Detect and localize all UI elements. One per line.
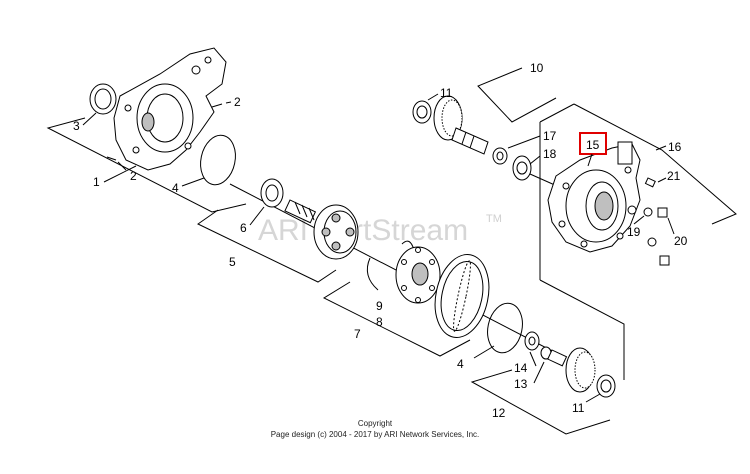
leader-18 <box>529 155 541 165</box>
leader-2b <box>117 161 127 171</box>
left-housing[interactable] <box>113 47 227 171</box>
dowel-pin-2a[interactable] <box>211 103 223 108</box>
footer-page-design: Page design (c) 2004 - 2017 by ARI Netwo… <box>271 430 480 439</box>
bracket-16 <box>573 103 737 225</box>
callout-9[interactable]: 9 <box>376 299 383 313</box>
callout-8[interactable]: 8 <box>376 315 383 329</box>
snap-ring-4a[interactable] <box>196 132 240 188</box>
watermark-tm: TM <box>486 213 502 225</box>
planet-carrier[interactable] <box>284 199 359 260</box>
callout-1[interactable]: 1 <box>93 175 100 189</box>
callout-21[interactable]: 21 <box>667 169 681 183</box>
leader-3 <box>82 112 97 126</box>
bracket-7 <box>322 281 471 357</box>
ring-gear[interactable] <box>428 250 496 343</box>
washer-19b[interactable] <box>647 237 657 247</box>
callout-11a[interactable]: 11 <box>440 86 453 100</box>
leader-15 <box>587 153 593 167</box>
leader-17 <box>507 135 541 149</box>
callout-10[interactable]: 10 <box>530 61 544 75</box>
leader-13 <box>533 361 545 384</box>
center-axis <box>229 183 561 356</box>
sprocket-8[interactable] <box>395 246 441 304</box>
leader-6 <box>249 206 265 226</box>
callout-20[interactable]: 20 <box>674 234 688 248</box>
watermark-text: ARI PartStream <box>258 214 468 247</box>
seal-11b-inner <box>600 379 612 393</box>
callout-4b[interactable]: 4 <box>457 357 464 371</box>
callout-7[interactable]: 7 <box>354 327 361 341</box>
leader-1 <box>103 165 137 183</box>
footer-copyright: Copyright <box>358 419 393 428</box>
bracket-1 <box>46 117 247 213</box>
leader-14 <box>529 351 537 367</box>
bearing-14-inner <box>528 336 536 346</box>
washer-19a[interactable] <box>643 207 653 217</box>
bearing-6-inner <box>265 184 279 202</box>
callout-15[interactable]: 15 <box>586 138 600 152</box>
bracket-12 <box>470 369 611 435</box>
nut-20b[interactable] <box>659 255 670 266</box>
callout-2b[interactable]: 2 <box>130 169 137 183</box>
leader-4b <box>473 345 495 359</box>
bracket-16-left <box>539 103 575 123</box>
bearing-18-inner <box>516 161 528 175</box>
seal-11a-inner <box>416 105 428 119</box>
callout-17[interactable]: 17 <box>543 129 557 143</box>
bolt-21[interactable] <box>644 177 656 188</box>
callout-5[interactable]: 5 <box>229 255 236 269</box>
right-cover[interactable] <box>547 141 641 253</box>
snap-ring-9b <box>366 257 379 291</box>
dowel-pin-2b[interactable] <box>106 156 117 161</box>
bracket-10 <box>477 67 557 123</box>
callout-14[interactable]: 14 <box>514 361 528 375</box>
leader-20 <box>667 217 675 235</box>
washer-17-inner <box>496 151 504 161</box>
leader-19 <box>633 215 645 225</box>
snap-ring-4b[interactable] <box>483 300 527 356</box>
callout-16[interactable]: 16 <box>668 140 682 154</box>
callout-2a[interactable]: 2 <box>234 95 241 109</box>
highlight-box-15[interactable] <box>579 132 607 155</box>
callout-11b[interactable]: 11 <box>572 401 585 415</box>
leader-11a <box>427 93 439 101</box>
callout-3[interactable]: 3 <box>73 119 80 133</box>
callout-19[interactable]: 19 <box>627 225 641 239</box>
callout-6[interactable]: 6 <box>240 221 247 235</box>
seal-3-inner <box>94 88 112 110</box>
input-gear[interactable] <box>433 95 489 155</box>
callout-18[interactable]: 18 <box>543 147 557 161</box>
leader-4a <box>181 177 205 187</box>
bracket-5 <box>197 209 337 283</box>
callout-12[interactable]: 12 <box>492 406 506 420</box>
bracket-16-lower <box>539 279 625 380</box>
callout-13[interactable]: 13 <box>514 377 528 391</box>
nut-20a[interactable] <box>657 207 668 218</box>
leader-21 <box>657 177 667 183</box>
leader-11b <box>585 393 601 403</box>
output-gear-lower[interactable] <box>547 347 596 393</box>
callout-4a[interactable]: 4 <box>172 181 179 195</box>
leader-2a <box>225 101 232 104</box>
leader-16 <box>655 145 667 151</box>
